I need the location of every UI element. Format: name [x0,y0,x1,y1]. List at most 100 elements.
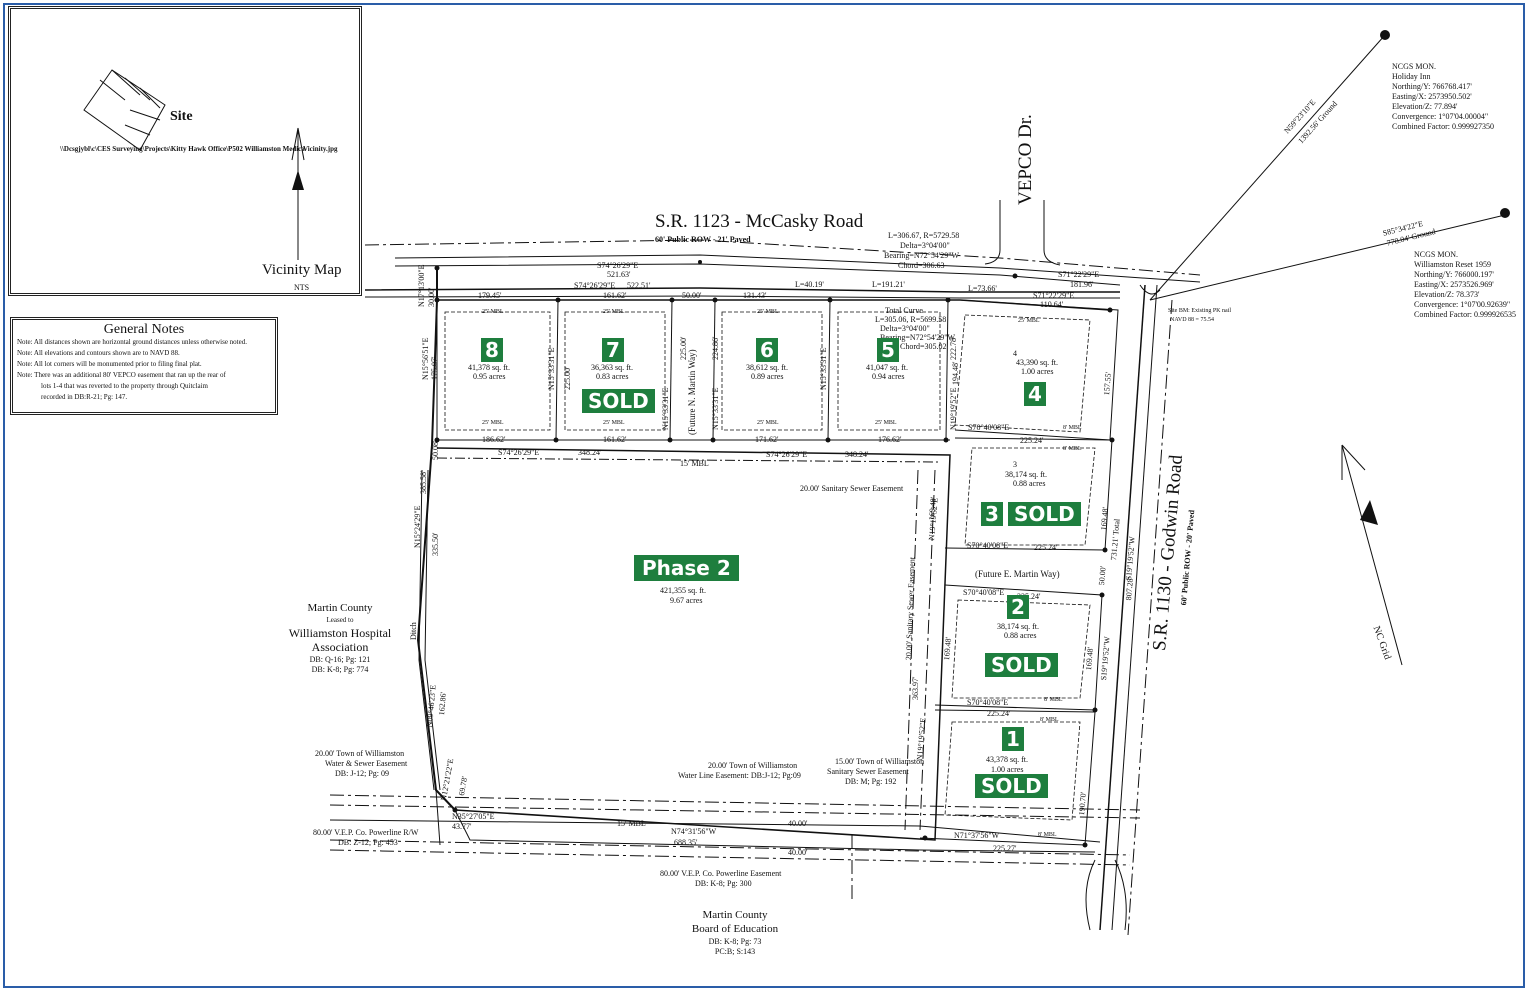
easement-label: 15.00' Town of Williamston [835,757,925,766]
distance-label: 131.43' [743,291,767,300]
vicinity-map [8,6,362,296]
distance-label: 225.27' [993,844,1017,853]
distance-label: 363.97' [911,676,920,700]
bearing-label: N15°56'51"E [421,337,430,380]
phase-2-area: 421,355 sq. ft. [660,586,706,595]
distance-label: 224.86' [711,336,720,360]
distance-label: 225.24' [1020,436,1044,445]
lot-area: 38,612 sq. ft. [746,363,788,372]
mbl-label: 25' MBL [757,309,779,315]
distance-label: 186.62' [482,435,506,444]
distance-label: 225.24' [987,709,1011,718]
neighbor-label: Board of Education [691,923,779,935]
bearing-label: N15°33'31"E [547,347,556,390]
easement-label: DB: K-8; Pg: 300 [695,879,752,888]
bearing-label: S74°26'29"E [597,261,639,270]
curve-data: L=306.67, R=5729.58 [888,231,960,240]
bearing-label: N19°19'52"E [949,387,958,430]
distance-label: 688.35' [674,838,698,847]
mccasky-road-sub: 60' Public ROW - 21' Paved [655,235,751,244]
easement-label: 80.00' V.E.P. Co. Powerline Easement [660,869,782,878]
distance-label: 225.00' [679,336,688,360]
lot-number-badge: 6 [756,338,778,362]
mbl-label: 25' MBL [603,420,625,426]
lot-area: 41,047 sq. ft. [866,363,908,372]
easement-label: 80.00' V.E.P. Co. Powerline R/W [313,828,419,837]
distance-label: 385.58' [419,470,428,494]
future-n-martin-way: (Future N. Martin Way) [687,349,697,435]
distance-label: 110.64' [1040,300,1064,309]
site-benchmark: NAVD 88 = 75.54 [1170,317,1214,323]
sold-badge: SOLD [985,653,1058,677]
mbl-label: 15' MBL [617,819,646,828]
bearing-label: N17°13'00"E [417,264,426,307]
lot-acres: 0.88 acres [1004,631,1037,640]
sold-badge: SOLD [975,774,1048,798]
lot-area: 41,378 sq. ft. [468,363,510,372]
bearing-label: N15°33'31"E [711,387,720,430]
bearing-label: S70°40'08"E [963,588,1005,597]
neighbor-label: Association [311,640,369,654]
lot-number-badge: 8 [481,338,503,362]
distance-label: 161.62' [603,291,627,300]
mbl-label: 8' MBL [1038,832,1057,838]
distance-label: 50.00' [1097,565,1108,586]
neighbor-label: DB: K-8; Pg: 774 [311,665,369,674]
lot-number-badge: 4 [1024,382,1046,406]
mbl-label: 8' MBL [1040,717,1059,723]
vicinity-file-name: \Vicinity.jpg [301,145,338,153]
mccasky-road-label: S.R. 1123 - McCasky Road [655,211,864,232]
total-curve-data: Delta=3°04'00" [880,324,930,333]
curve-data: Bearing=N72°54'29"W [884,251,960,260]
distance-label: 176.62' [878,435,902,444]
bearing-label: S71°22'29"E [1058,270,1100,279]
general-notes-title: General Notes [103,322,185,337]
easement-label: DB: J-12; Pg: 09 [335,769,390,778]
lot-number-badge: 3 [981,502,1003,526]
distance-label: L=73.66' [968,284,997,293]
bearing-label: N15°33'31"E [819,347,828,390]
lot-area: 36,363 sq. ft. [591,363,633,372]
curve-data: Delta=3°04'00" [900,241,950,250]
distance-label: 40.00' [788,819,808,828]
bearing-label: S70°40'08"E [967,698,1009,707]
phase-2-acres: 9.67 acres [670,596,703,605]
distance-label: 225.24' [1034,543,1058,552]
neighbor-label: Martin County [307,602,373,614]
easement-label: 20.00' Town of Williamston [708,761,798,770]
easement-label: 20.00' Town of Williamston [315,749,405,758]
lot-number-badge: 7 [602,338,624,362]
mbl-label: 25' MBL [603,309,625,315]
distance-label: 50.08' [431,440,440,460]
mbl-label: 25' MBL [482,420,504,426]
lot-acres: 0.83 acres [596,372,629,381]
total-curve-data: L=305.06, R=5699.58 [875,315,947,324]
distance-label: 40.00' [788,848,808,857]
easement-label: DB: M; Pg: 192 [845,777,897,786]
vicinity-file-path: \\Dcsgjybl\c\CES Surveying\Projects\Kitt… [60,145,305,153]
distance-label: 222.78' [949,336,958,360]
bearing-label: N71°37'56"W [954,831,1000,840]
general-notes: General Notes Note: All distances shown … [10,317,278,415]
note-item: Note: All lot corners will be monumented… [17,360,202,368]
easement-label: Water Line Easement: DB:J-12; Pg:09 [678,771,801,780]
bearing-label: N15°24'29"E [413,505,422,548]
distance-label: 50.00' [682,291,702,300]
distance-label: 225.00' [563,366,572,390]
lot-area: 38,174 sq. ft. [1005,470,1047,479]
bearing-label: N35°27'05"E [452,812,495,821]
easement-label: Sanitary Sewer Easement [827,767,909,776]
easement-label: Water & Sewer Easement [325,759,408,768]
neighbor-label: PC:B; S:143 [714,947,756,956]
note-item: Note: All elevations and contours shown … [17,349,180,357]
distance-label: 171.62' [755,435,779,444]
mbl-label: 8' MBL [1063,446,1082,452]
distance-label: L=40.19' [795,280,824,289]
mbl-label: 25' MBL [757,420,779,426]
bearing-label: S74°26'29"E [574,281,616,290]
map-frame [3,3,1525,988]
bearing-label: S74°26'29"E [766,450,808,459]
distance-label: 179.45' [478,291,502,300]
site-benchmark: Site BM: Existing PK nail [1168,308,1232,314]
